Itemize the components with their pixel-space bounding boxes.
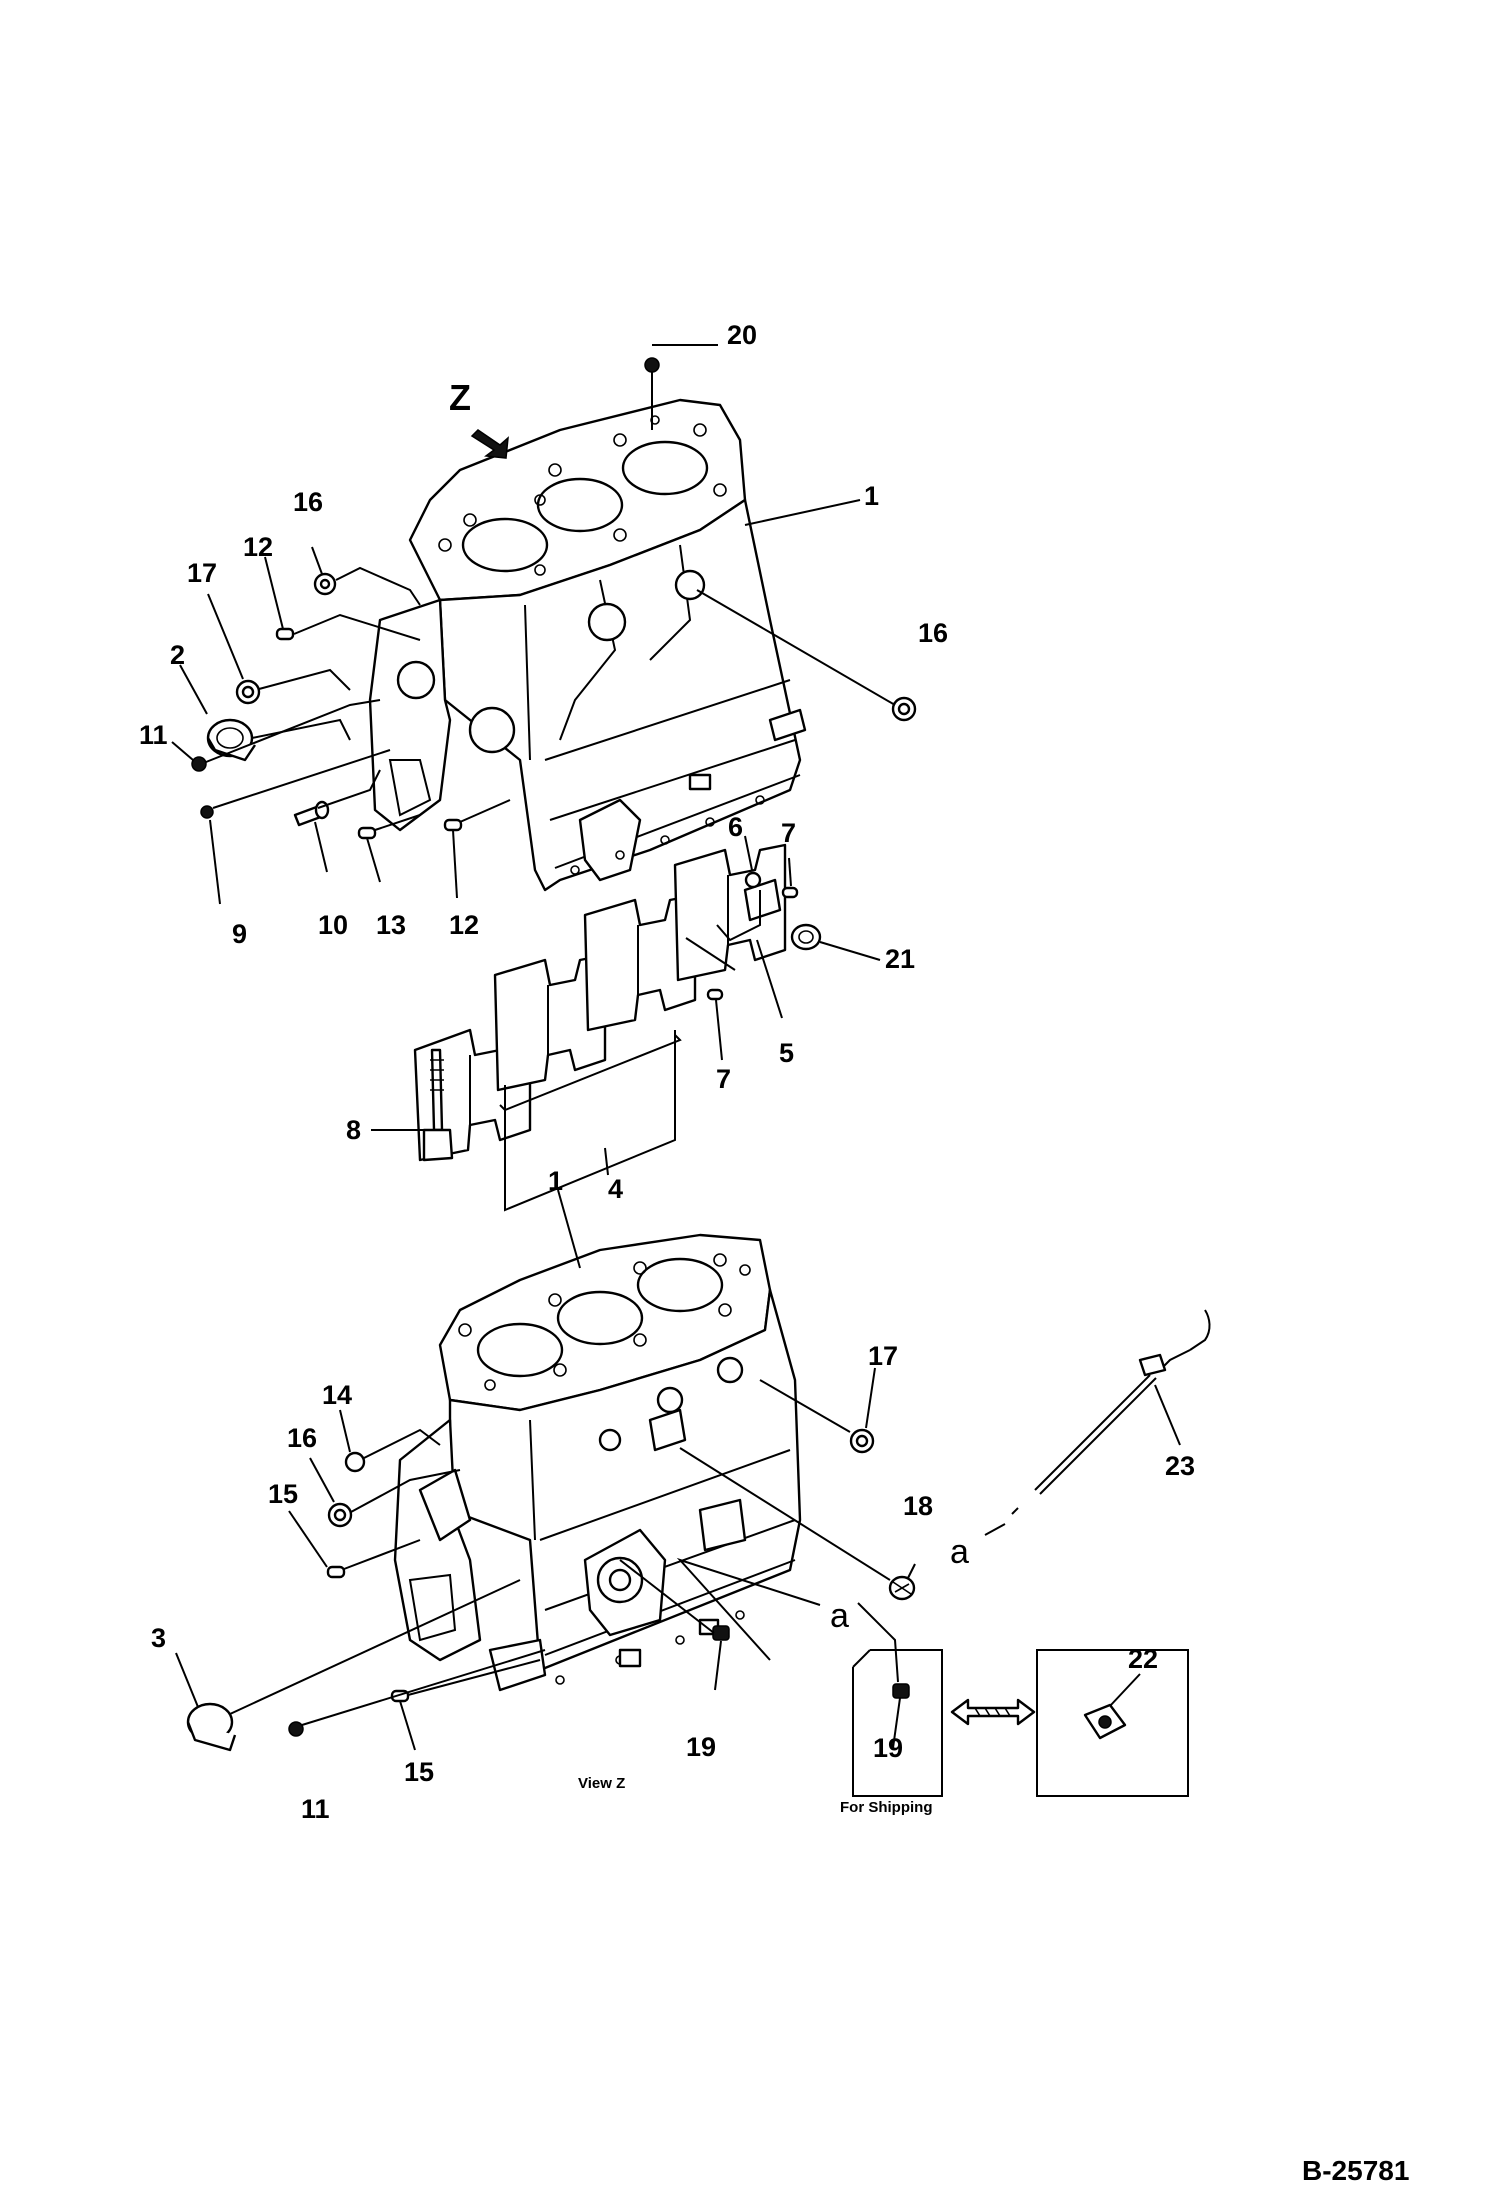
callout-1-lower: 1 [548, 1166, 563, 1196]
callout-14: 14 [322, 1380, 352, 1410]
callout-22: 22 [1128, 1644, 1158, 1674]
callout-8: 8 [346, 1115, 361, 1145]
callout-3: 3 [151, 1623, 166, 1653]
callout-11-upper: 11 [139, 720, 168, 750]
callout-18: 18 [903, 1491, 933, 1521]
main-bearing-caps [413, 843, 787, 1162]
callout-9: 9 [232, 919, 247, 949]
callout-16-lower: 16 [287, 1423, 317, 1453]
callout-15-upper: 15 [268, 1479, 298, 1509]
callout-23: 23 [1165, 1451, 1195, 1481]
callout-12-lower: 12 [449, 910, 479, 940]
callout-7-upper: 7 [781, 818, 796, 848]
callout-labels: 20 Z 1 16 12 17 16 2 11 9 10 13 12 6 7 2… [139, 320, 1409, 2186]
callout-2: 2 [170, 640, 185, 670]
callout-19-main: 19 [686, 1732, 716, 1762]
callout-6: 6 [728, 812, 743, 842]
shipping-detail [852, 1649, 1189, 1797]
callout-12-upper: 12 [243, 532, 273, 562]
callout-17-lower: 17 [868, 1341, 898, 1371]
callout-19-box: 19 [873, 1733, 903, 1763]
callout-z: Z [449, 377, 471, 418]
callout-20: 20 [727, 320, 757, 350]
callout-15-lower: 15 [404, 1757, 434, 1787]
callout-10: 10 [318, 910, 348, 940]
callout-16-upper-left: 16 [293, 487, 323, 517]
callout-4: 4 [608, 1174, 623, 1204]
callout-11-lower: 11 [301, 1794, 330, 1824]
callout-13: 13 [376, 910, 406, 940]
callout-5: 5 [779, 1038, 794, 1068]
callout-21: 21 [885, 944, 915, 974]
lower-cylinder-block [393, 1233, 802, 1692]
callout-a-center: a [830, 1597, 849, 1635]
drawing-number: B-25781 [1302, 2155, 1409, 2186]
callout-17-upper: 17 [187, 558, 217, 588]
caption-view-z: View Z [578, 1775, 625, 1792]
callout-7-lower: 7 [716, 1064, 731, 1094]
callout-16-upper-right: 16 [918, 618, 948, 648]
small-parts [186, 357, 1211, 1752]
callout-1-upper: 1 [864, 481, 879, 511]
leader-lines [171, 344, 1181, 1751]
caption-for-shipping: For Shipping [840, 1799, 932, 1816]
callout-a-right: a [950, 1533, 969, 1571]
